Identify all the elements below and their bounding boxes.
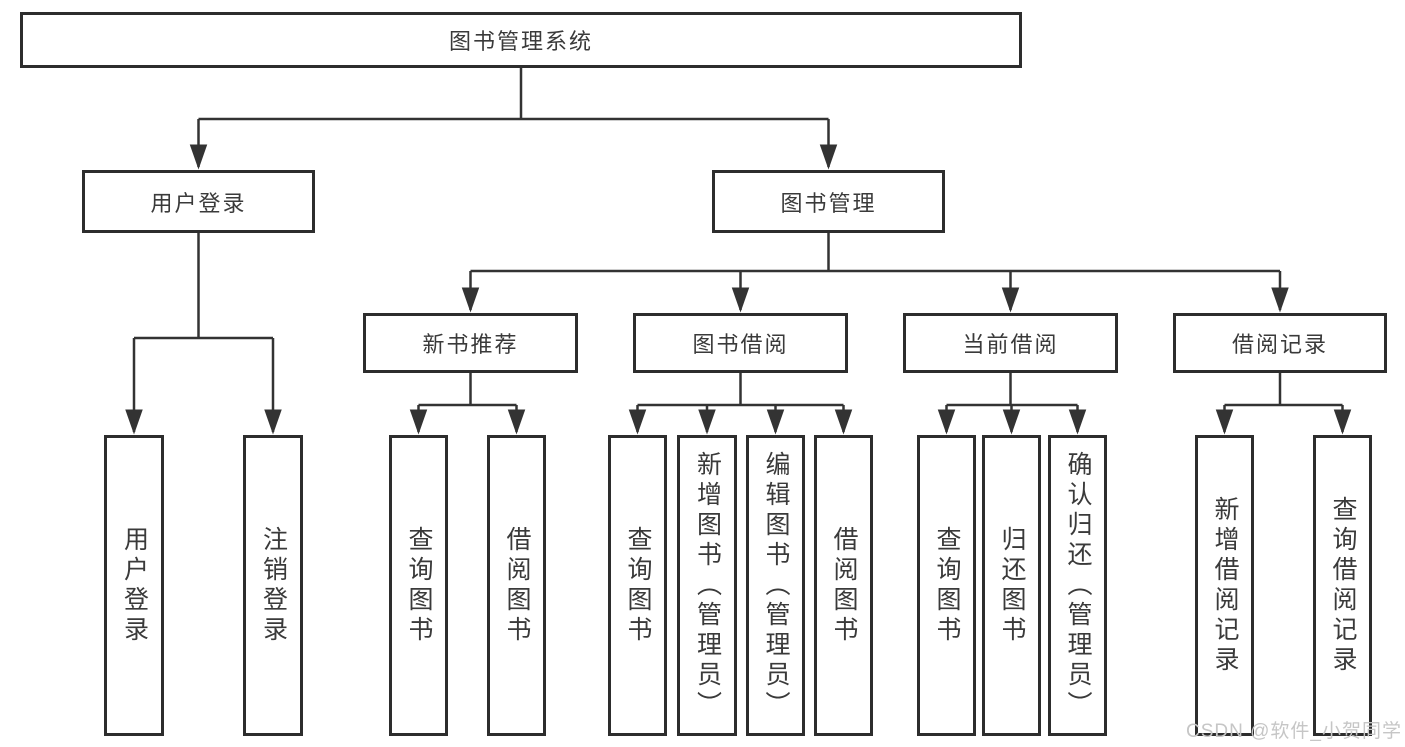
connector-book-management-to-level2 [461, 233, 1289, 313]
connector-book-borrow-to-leaves [628, 373, 853, 435]
leaf-query-borrow-record: 查询借阅记录 [1313, 435, 1372, 736]
leaf-borrow-books-recommend: 借阅图书 [487, 435, 546, 736]
node-borrowing-records: 借阅记录 [1173, 313, 1387, 373]
connector-new-book-to-leaves [409, 373, 526, 435]
leaf-confirm-return-admin: 确认归还（管理员） [1048, 435, 1107, 736]
leaf-query-books-current: 查询图书 [917, 435, 976, 736]
connector-user-login-to-leaves [125, 233, 282, 435]
node-current-borrowing: 当前借阅 [903, 313, 1118, 373]
node-book-borrowing: 图书借阅 [633, 313, 848, 373]
leaf-return-books: 归还图书 [982, 435, 1041, 736]
leaf-query-books-recommend: 查询图书 [389, 435, 448, 736]
connector-borrow-records-to-leaves [1215, 373, 1352, 435]
leaf-edit-books-admin: 编辑图书（管理员） [746, 435, 805, 736]
node-book-management: 图书管理 [712, 170, 945, 233]
node-user-login: 用户登录 [82, 170, 315, 233]
leaf-logout: 注销登录 [243, 435, 303, 736]
leaf-add-borrow-record: 新增借阅记录 [1195, 435, 1254, 736]
connector-current-borrow-to-leaves [937, 373, 1087, 435]
node-library-management-system: 图书管理系统 [20, 12, 1022, 68]
leaf-query-books-borrowing: 查询图书 [608, 435, 667, 736]
csdn-watermark: CSDN @软件_小贺同学 [1186, 721, 1402, 742]
connector-root-to-level1 [189, 66, 838, 170]
node-new-book-recommendation: 新书推荐 [363, 313, 578, 373]
leaf-user-login: 用户登录 [104, 435, 164, 736]
leaf-add-books-admin: 新增图书（管理员） [677, 435, 737, 736]
leaf-borrow-books-borrowing: 借阅图书 [814, 435, 873, 736]
